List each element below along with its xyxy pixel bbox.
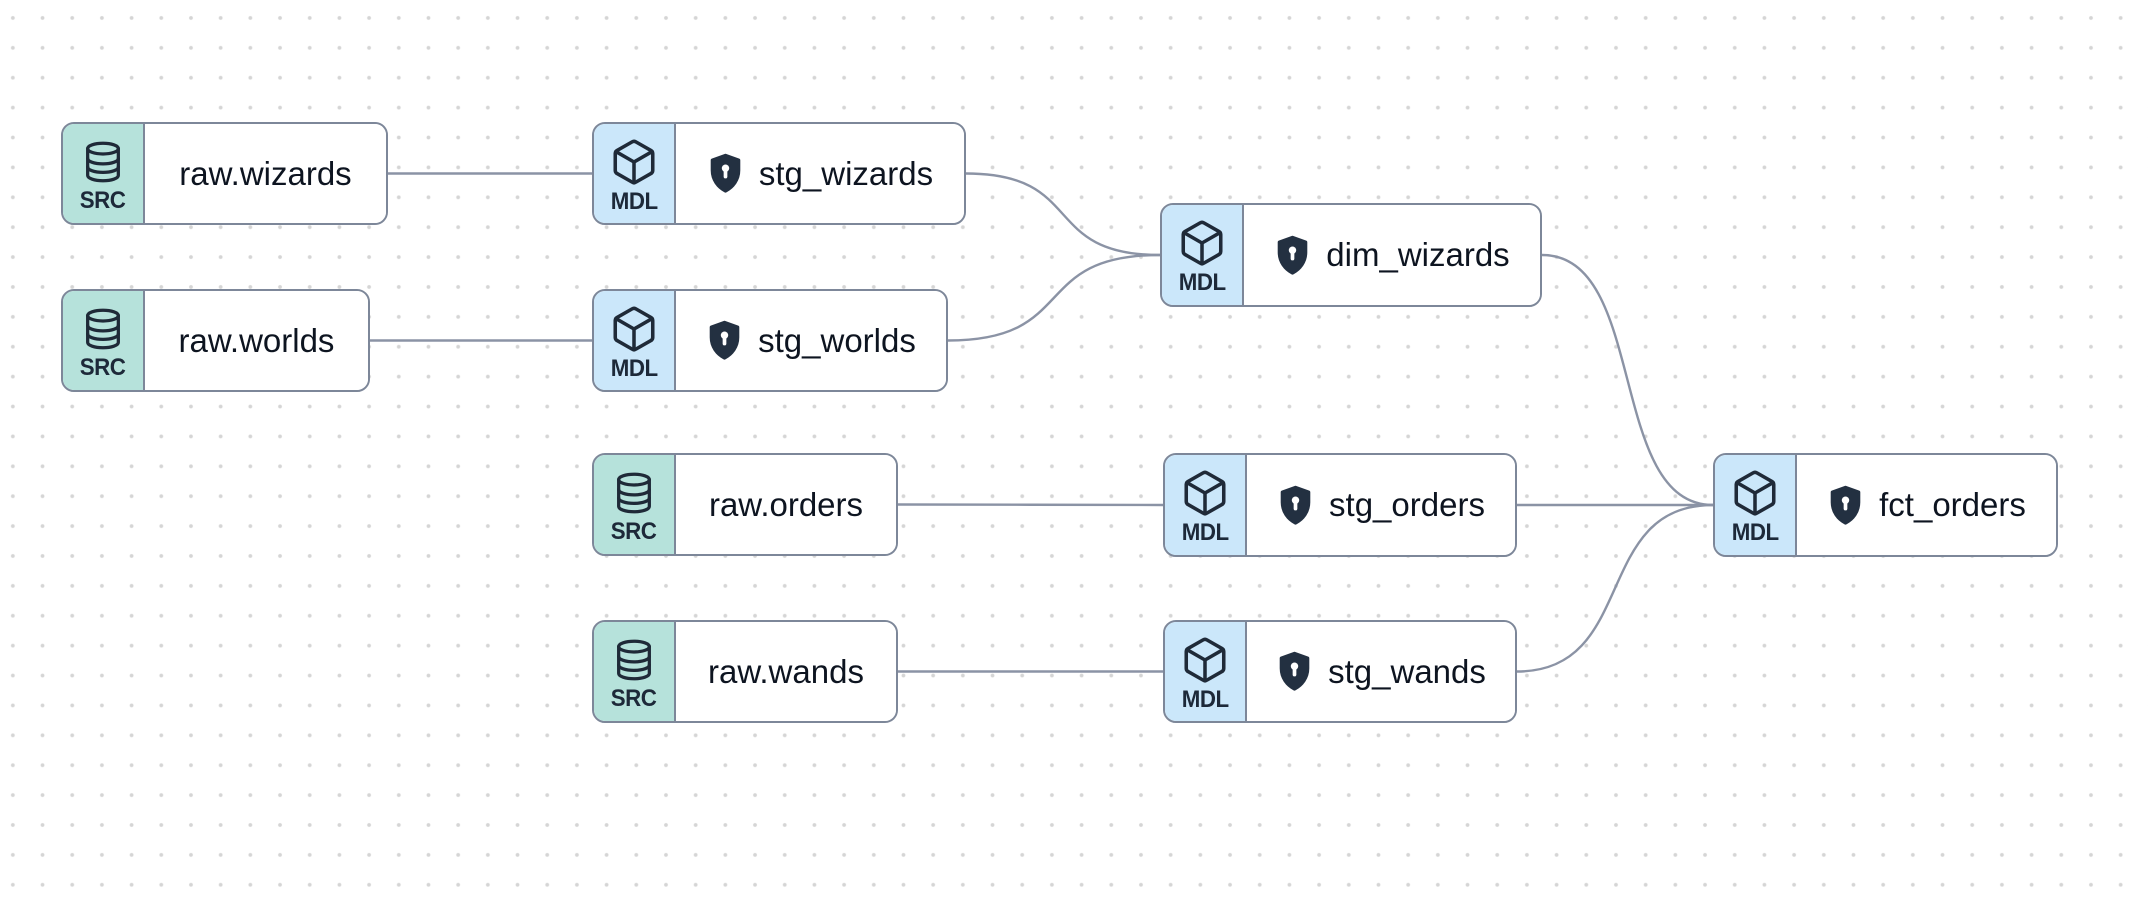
node-body: dim_wizards	[1244, 205, 1540, 305]
node-type-badge-label: SRC	[80, 353, 126, 381]
edge-stg_wizards-to-dim_wizards	[964, 172, 1162, 257]
database-icon	[80, 305, 126, 353]
shield-icon	[1274, 235, 1311, 276]
edge-stg_worlds-to-dim_wizards	[946, 253, 1162, 342]
node-stg_wands[interactable]: MDL stg_wands	[1163, 620, 1517, 723]
cube-icon	[1730, 468, 1780, 518]
node-type-badge-label: MDL	[1731, 519, 1779, 547]
node-label: fct_orders	[1879, 486, 2026, 523]
cube-icon	[1180, 635, 1230, 685]
node-raw_wizards[interactable]: SRC raw.wizards	[61, 122, 388, 225]
node-label: stg_orders	[1329, 486, 1485, 523]
node-dim_wizards[interactable]: MDL dim_wizards	[1160, 203, 1542, 307]
node-type-badge: SRC	[594, 455, 676, 554]
node-label: raw.wands	[708, 652, 864, 690]
node-raw_wands[interactable]: SRC raw.wands	[592, 620, 898, 723]
node-stg_orders[interactable]: MDL stg_orders	[1163, 453, 1517, 557]
node-label: stg_wizards	[758, 154, 934, 192]
node-body: stg_orders	[1247, 455, 1515, 555]
shield-icon	[706, 320, 743, 361]
edge-raw_orders-to-stg_orders	[896, 503, 1165, 507]
node-type-badge-label: SRC	[611, 517, 657, 545]
node-body: raw.orders	[676, 455, 896, 554]
node-type-badge-label: MDL	[1181, 685, 1229, 713]
node-body: stg_worlds	[676, 291, 946, 390]
node-type-badge: MDL	[594, 291, 676, 390]
cube-icon	[609, 304, 659, 354]
node-type-badge-label: MDL	[1181, 519, 1229, 547]
node-type-badge: SRC	[594, 622, 676, 721]
database-icon	[80, 138, 126, 186]
node-body: stg_wizards	[676, 124, 964, 223]
shield-icon	[1276, 651, 1313, 692]
edge-stg_wands-to-fct_orders	[1515, 503, 1715, 673]
node-label: stg_wands	[1328, 652, 1486, 690]
cube-icon	[609, 137, 659, 187]
node-type-badge: MDL	[1162, 205, 1244, 305]
node-label: dim_wizards	[1326, 236, 1510, 273]
node-raw_orders[interactable]: SRC raw.orders	[592, 453, 898, 556]
node-body: raw.worlds	[145, 291, 368, 390]
shield-icon	[1277, 485, 1314, 526]
node-type-badge-label: SRC	[611, 684, 657, 712]
node-type-badge: MDL	[1165, 622, 1247, 721]
node-type-badge-label: MDL	[610, 187, 658, 215]
node-stg_worlds[interactable]: MDL stg_worlds	[592, 289, 948, 392]
node-type-badge: SRC	[63, 291, 145, 390]
node-type-badge: MDL	[594, 124, 676, 223]
database-icon	[611, 469, 657, 517]
cube-icon	[1177, 218, 1227, 268]
node-body: raw.wizards	[145, 124, 386, 223]
node-label: stg_worlds	[758, 321, 916, 359]
node-body: fct_orders	[1797, 455, 2056, 555]
node-type-badge-label: SRC	[80, 186, 126, 214]
node-type-badge: MDL	[1715, 455, 1797, 555]
node-stg_wizards[interactable]: MDL stg_wizards	[592, 122, 966, 225]
node-label: raw.orders	[708, 485, 864, 523]
node-type-badge: SRC	[63, 124, 145, 223]
cube-icon	[1180, 468, 1230, 518]
shield-icon	[1827, 485, 1864, 526]
node-fct_orders[interactable]: MDL fct_orders	[1713, 453, 2058, 557]
node-raw_worlds[interactable]: SRC raw.worlds	[61, 289, 370, 392]
shield-icon	[707, 153, 744, 194]
node-body: stg_wands	[1247, 622, 1515, 721]
database-icon	[611, 636, 657, 684]
edge-dim_wizards-to-fct_orders	[1540, 253, 1715, 507]
node-body: raw.wands	[676, 622, 896, 721]
node-label: raw.worlds	[178, 321, 335, 359]
node-type-badge-label: MDL	[1178, 269, 1226, 297]
node-type-badge: MDL	[1165, 455, 1247, 555]
node-label: raw.wizards	[179, 154, 352, 192]
node-type-badge-label: MDL	[610, 354, 658, 382]
